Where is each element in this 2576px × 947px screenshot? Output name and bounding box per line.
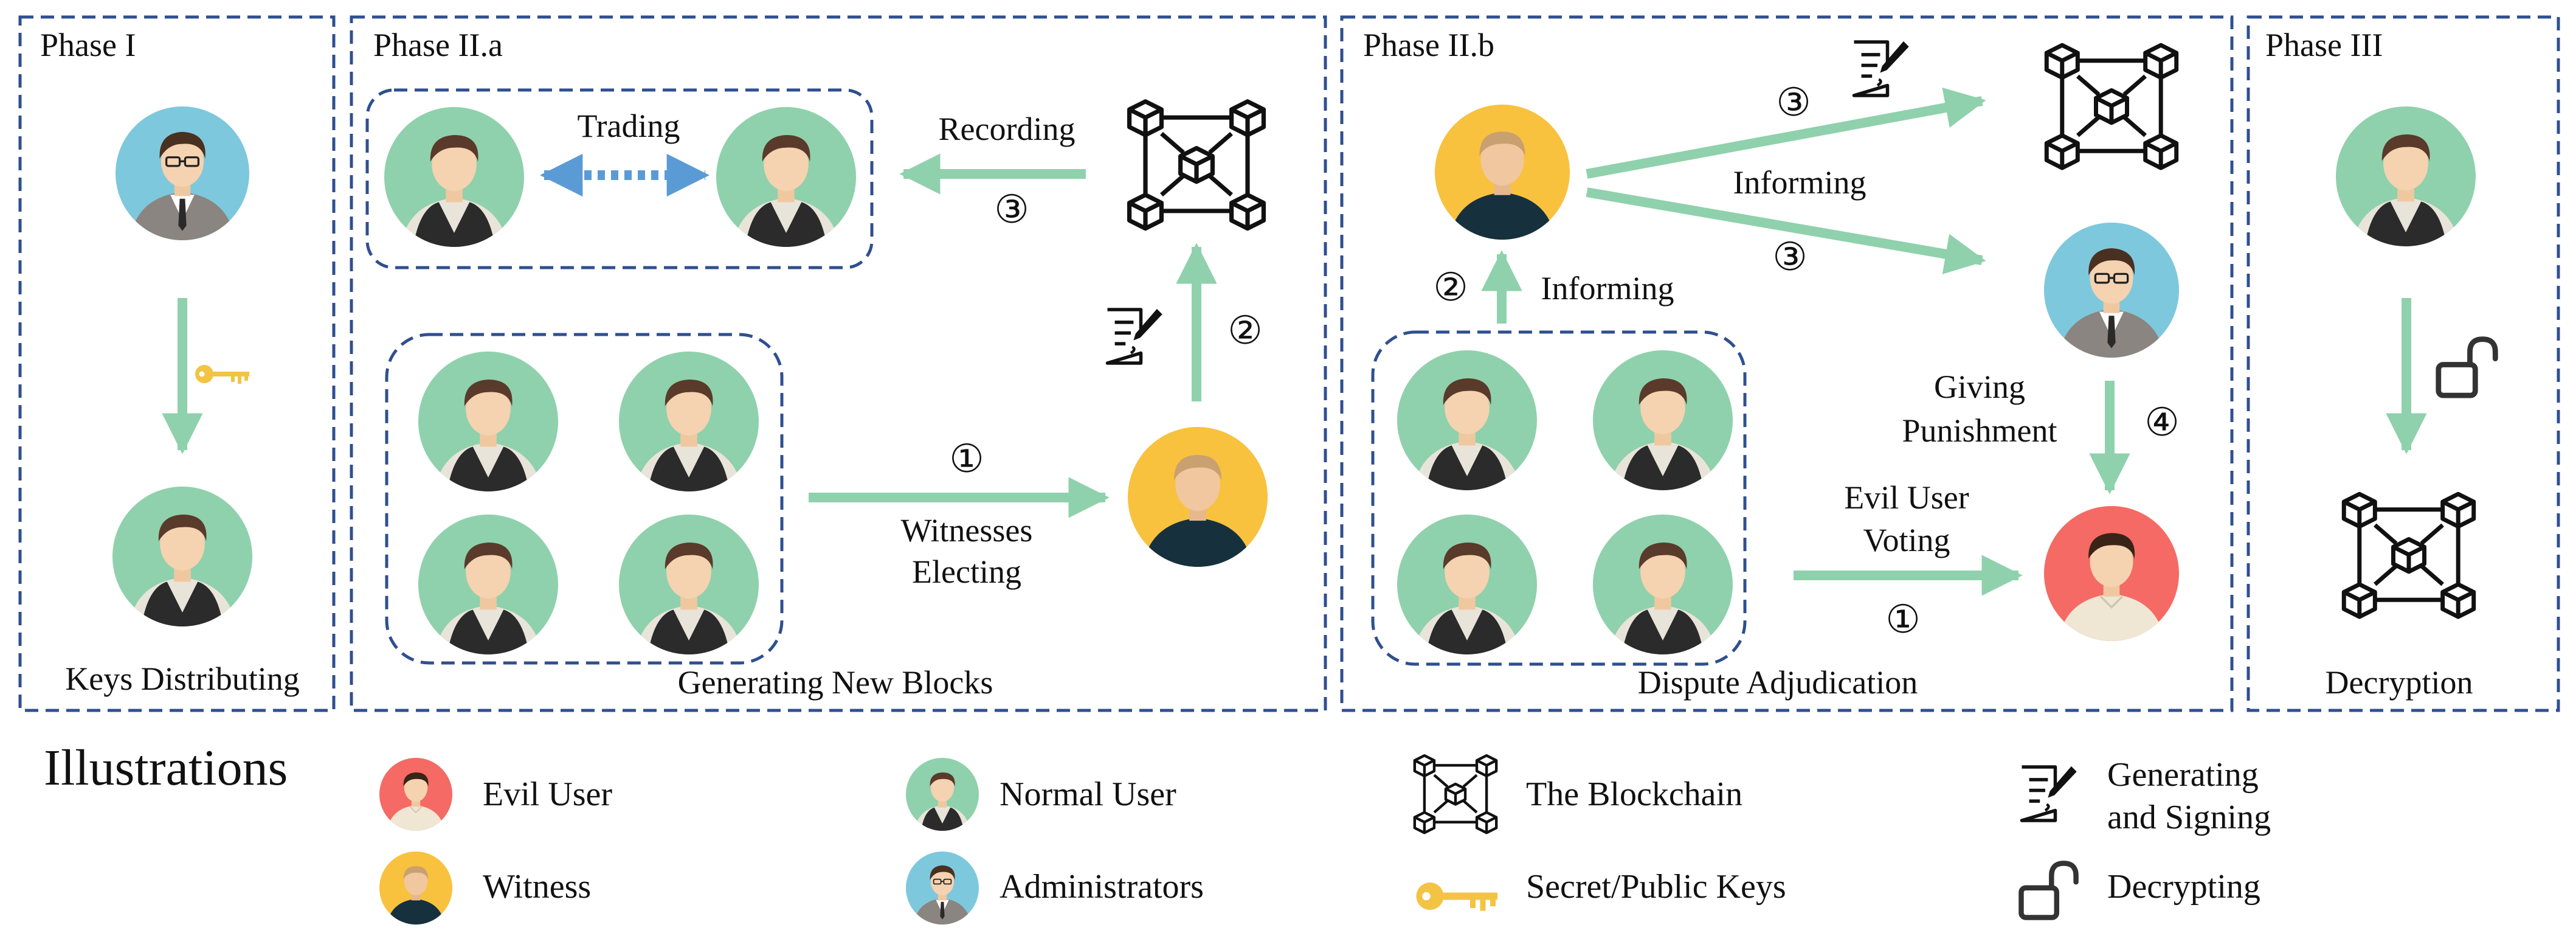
witness-avatar-icon — [1128, 427, 1268, 574]
normal-user-avatar-icon — [619, 352, 759, 499]
normal-user-avatar-icon — [619, 515, 759, 662]
administrator-avatar-icon — [116, 106, 249, 247]
trading-label: Trading — [577, 108, 680, 144]
voters-group — [1371, 330, 1747, 666]
phase-2b-title: Phase II.b — [1363, 27, 1494, 63]
step-three-marker: ③ — [1772, 235, 1807, 279]
witness-avatar-icon — [379, 852, 452, 928]
normal-user-avatar-icon — [418, 352, 558, 499]
key-icon — [195, 365, 249, 384]
evil-user-avatar-icon — [2044, 506, 2179, 648]
blockchain-icon — [1415, 755, 1496, 833]
normal-user-avatar-icon — [716, 107, 856, 254]
giving-punishment-label-line2: Punishment — [1902, 412, 2057, 449]
unlock-icon — [2439, 339, 2495, 395]
phase-1-panel — [18, 15, 336, 712]
legend-blockchain: The Blockchain — [1526, 775, 1742, 813]
evil-user-voting-label-line1: Evil User — [1844, 479, 1969, 516]
phase-2b-panel — [1340, 15, 2234, 712]
legend-administrators: Administrators — [1000, 868, 1204, 906]
legend-generating-line1: Generating — [2107, 756, 2259, 794]
unlock-icon — [2021, 863, 2076, 917]
blockchain-icon — [1130, 102, 1264, 229]
administrator-avatar-icon — [2044, 223, 2179, 364]
step-two-marker: ② — [1228, 309, 1262, 352]
step-two-marker: ② — [1433, 266, 1468, 309]
step-three-marker: ③ — [1776, 81, 1811, 124]
phase-3-title: Phase III — [2265, 27, 2383, 63]
step-one-marker: ① — [1885, 598, 1920, 641]
normal-user-avatar-icon — [1593, 515, 1733, 662]
witness-avatar-icon — [1435, 105, 1570, 246]
legend-normal-user: Normal User — [1000, 775, 1176, 813]
phase-2b-caption: Dispute Adjudication — [1638, 664, 1918, 701]
normal-user-avatar-icon — [1397, 515, 1537, 662]
phase-1-caption: Keys Distributing — [65, 661, 300, 697]
blockchain-icon — [2046, 45, 2176, 168]
step-four-marker: ④ — [2144, 401, 2179, 444]
normal-user-avatar-icon — [112, 487, 252, 634]
administrator-avatar-icon — [906, 852, 979, 928]
phase-panels — [18, 15, 2560, 712]
document-sign-icon — [1854, 41, 1909, 95]
step-three-marker: ③ — [994, 188, 1029, 231]
witness-candidates-group — [385, 333, 784, 665]
legend-decrypting: Decrypting — [2107, 868, 2260, 906]
phase-2a-title: Phase II.a — [373, 27, 503, 63]
legend-keys: Secret/Public Keys — [1526, 868, 1786, 906]
legend-witness: Witness — [483, 868, 591, 906]
legend-title: Illustrations — [44, 740, 288, 796]
informing-admin-arrow — [1586, 187, 1986, 274]
evil-user-avatar-icon — [379, 758, 452, 834]
phase-3-panel — [2246, 15, 2560, 712]
witnesses-electing-label-line2: Electing — [912, 553, 1021, 590]
normal-user-avatar-icon — [1397, 350, 1537, 498]
normal-user-avatar-icon — [1593, 350, 1733, 498]
normal-user-avatar-icon — [384, 107, 524, 254]
phase-2a-caption: Generating New Blocks — [678, 664, 993, 701]
normal-user-avatar-icon — [906, 758, 979, 834]
normal-user-avatar-icon — [418, 515, 558, 662]
informing-chain-arrow — [1586, 87, 1986, 179]
legend-evil-user: Evil User — [483, 775, 612, 813]
legend-generating-line2: and Signing — [2107, 799, 2271, 836]
phase-3-caption: Decryption — [2326, 664, 2473, 701]
step-one-marker: ① — [949, 437, 984, 480]
witnesses-electing-label-line1: Witnesses — [901, 512, 1033, 549]
key-icon — [1416, 883, 1497, 911]
document-sign-icon — [1108, 309, 1162, 363]
phase-1-title: Phase I — [40, 27, 136, 63]
evil-user-voting-label-line2: Voting — [1863, 522, 1950, 558]
informing-left-label: Informing — [1541, 270, 1674, 307]
phase-2a-panel — [350, 15, 1327, 712]
legend: Illustrations Evil User Normal User The … — [44, 740, 2271, 928]
blockchain-icon — [2344, 494, 2473, 617]
normal-user-avatar-icon — [2336, 106, 2476, 254]
informing-top-label: Informing — [1733, 164, 1866, 201]
document-sign-icon — [2022, 766, 2077, 820]
giving-punishment-label-line1: Giving — [1934, 369, 2025, 405]
recording-label: Recording — [939, 111, 1076, 147]
